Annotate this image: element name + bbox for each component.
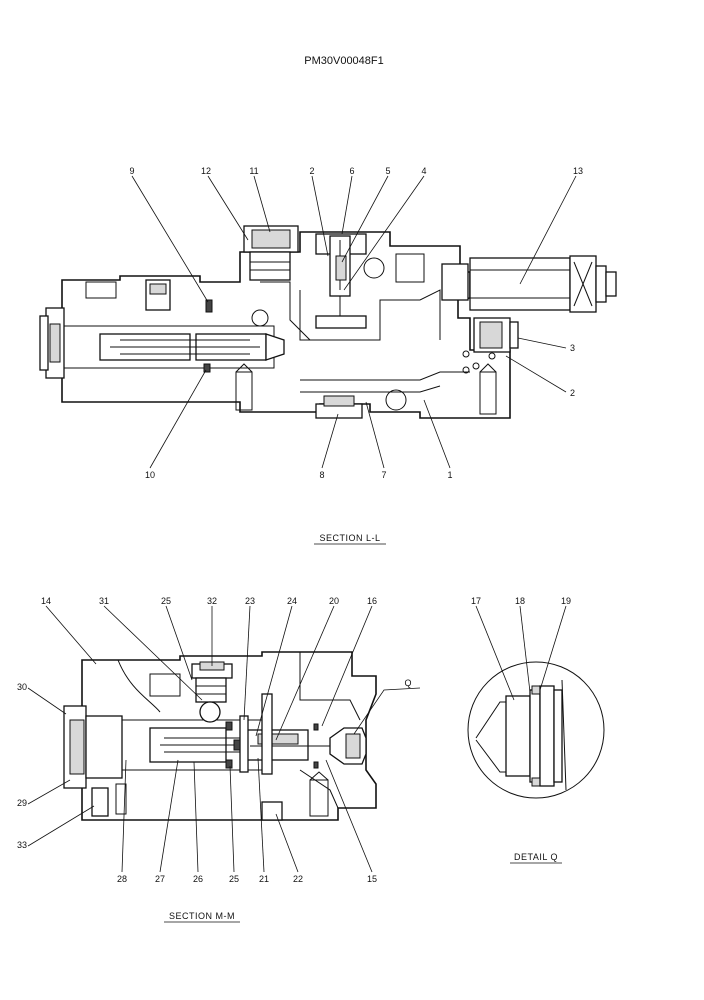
callout-label: 33 — [17, 840, 27, 850]
callout-label: 6 — [349, 166, 354, 176]
section-ll-callouts: 9 12 11 2 6 5 4 13 3 2 10 8 7 1 — [129, 166, 583, 480]
callout-label: 3 — [570, 343, 575, 353]
callout-label: 21 — [259, 874, 269, 884]
section-mm-callouts: 14 31 25 32 23 24 20 16 30 Q 29 33 28 27… — [17, 596, 412, 884]
callout-label: 18 — [515, 596, 525, 606]
callout-label: 24 — [287, 596, 297, 606]
detail-q-leaders — [475, 605, 567, 701]
callout-label: 32 — [207, 596, 217, 606]
callout-label: 2 — [570, 388, 575, 398]
callout-label: 1 — [447, 470, 452, 480]
callout-label: 8 — [319, 470, 324, 480]
section-mm-leaders — [27, 605, 421, 873]
callout-label: 19 — [561, 596, 571, 606]
section-mm-drawing — [63, 651, 377, 821]
callout-label: 9 — [129, 166, 134, 176]
detail-q-drawing — [467, 661, 605, 799]
callout-label: 4 — [421, 166, 426, 176]
callout-label: 26 — [193, 874, 203, 884]
section-mm-caption: SECTION M-M — [169, 911, 235, 921]
callout-label: 25 — [161, 596, 171, 606]
callout-label: 15 — [367, 874, 377, 884]
callout-label: 7 — [381, 470, 386, 480]
callout-label: 25 — [229, 874, 239, 884]
callout-label: 17 — [471, 596, 481, 606]
callout-label: 28 — [117, 874, 127, 884]
callout-label: 22 — [293, 874, 303, 884]
callout-label: 31 — [99, 596, 109, 606]
section-ll-leaders — [131, 175, 577, 469]
callout-label: 5 — [385, 166, 390, 176]
callout-label: 30 — [17, 682, 27, 692]
callout-label: 23 — [245, 596, 255, 606]
drawing-id: PM30V00048F1 — [304, 55, 384, 67]
callout-label: 16 — [367, 596, 377, 606]
callout-label: 27 — [155, 874, 165, 884]
callout-label: 20 — [329, 596, 339, 606]
section-ll-caption: SECTION L-L — [319, 533, 380, 543]
callout-label: 29 — [17, 798, 27, 808]
callout-label: 11 — [249, 166, 258, 176]
callout-label: Q — [404, 678, 411, 688]
callout-label: 10 — [145, 470, 155, 480]
section-ll-drawing — [39, 225, 617, 419]
callout-label: 13 — [573, 166, 583, 176]
detail-q-caption: DETAIL Q — [514, 852, 558, 862]
detail-q-callouts: 17 18 19 — [471, 596, 571, 606]
callout-label: 2 — [309, 166, 314, 176]
callout-label: 14 — [41, 596, 51, 606]
callout-label: 12 — [201, 166, 211, 176]
